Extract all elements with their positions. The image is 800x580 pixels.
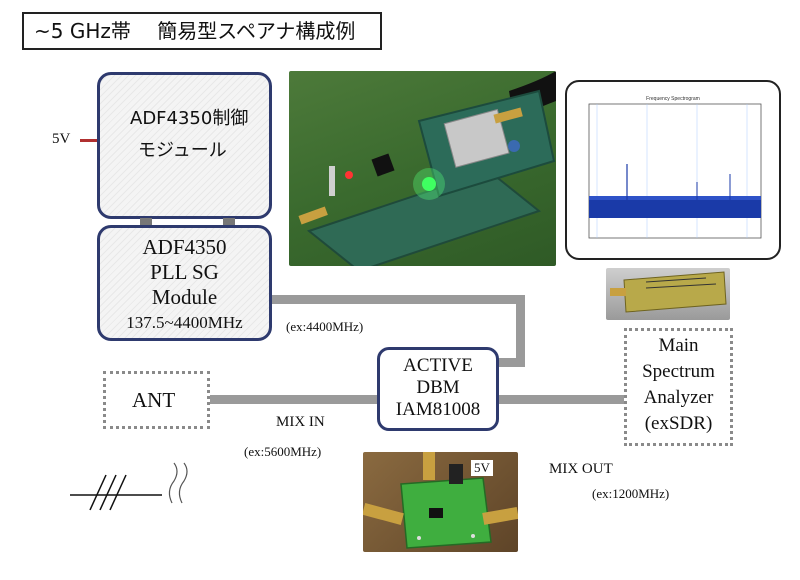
pll-module-box: ADF4350 PLL SG Module 137.5~4400MHz [97, 225, 272, 341]
dbm-line1: ACTIVE [403, 355, 473, 376]
pll-module-freq: 137.5~4400MHz [126, 313, 243, 332]
mix-out-label: MIX OUT [549, 461, 613, 477]
pll-module-line1: ADF4350 [142, 235, 227, 259]
dbm-photo-power-label: 5V [471, 460, 493, 476]
pll-module-line3: Module [151, 285, 218, 309]
analyzer-line4: (exSDR) [644, 413, 713, 434]
pll-module-line2: PLL SG [150, 260, 219, 284]
analyzer-device-art [610, 271, 727, 313]
mix-in-example: (ex:5600MHz) [244, 444, 322, 459]
control-module-line1: ADF4350制御 [130, 108, 249, 129]
analyzer-line1: Main [658, 335, 699, 356]
mix-out-example: (ex:1200MHz) [592, 486, 670, 501]
dbm-board-photo: 5V [363, 452, 518, 552]
page-title: ~5 GHz帯 簡易型スペアナ構成例 [22, 12, 382, 50]
spectrum-screenshot: Frequency Spectrogram [588, 96, 762, 239]
lo-example-label: (ex:4400MHz) [286, 319, 364, 334]
dbm-board-photo-art [363, 452, 518, 549]
connector-tab-left [140, 218, 152, 226]
spectrum-analyzer-box: Main Spectrum Analyzer (exSDR) [624, 328, 733, 446]
mix-in-wire [210, 395, 380, 404]
control-module-line2: モジュール [138, 140, 227, 161]
analyzer-line2: Spectrum [642, 361, 715, 382]
lo-wire-into-dbm [498, 358, 525, 367]
spectrum-title: Frequency Spectrogram [646, 96, 700, 102]
lo-wire-horizontal [272, 295, 525, 304]
pll-board-photo [289, 71, 556, 266]
dbm-line2: DBM [416, 377, 460, 398]
mix-out-wire [498, 395, 626, 404]
antenna-icon [70, 462, 188, 511]
power-wire-left [80, 139, 97, 142]
lo-wire-vertical [516, 295, 525, 367]
analyzer-device-photo [606, 268, 730, 320]
spectrum-screenshot-frame: Frequency Spectrogram [565, 80, 781, 260]
power-label-left: 5V [52, 131, 71, 147]
antenna-box: ANT [103, 371, 210, 429]
pll-board-photo-art [298, 71, 556, 266]
mix-in-label: MIX IN [276, 414, 325, 430]
dbm-line3: IAM81008 [395, 399, 481, 420]
antenna-label: ANT [132, 388, 176, 412]
connector-tab-right [223, 218, 235, 226]
dbm-box: ACTIVE DBM IAM81008 [377, 347, 499, 431]
analyzer-line3: Analyzer [643, 387, 714, 408]
control-module-box: ADF4350制御 モジュール [97, 72, 272, 219]
